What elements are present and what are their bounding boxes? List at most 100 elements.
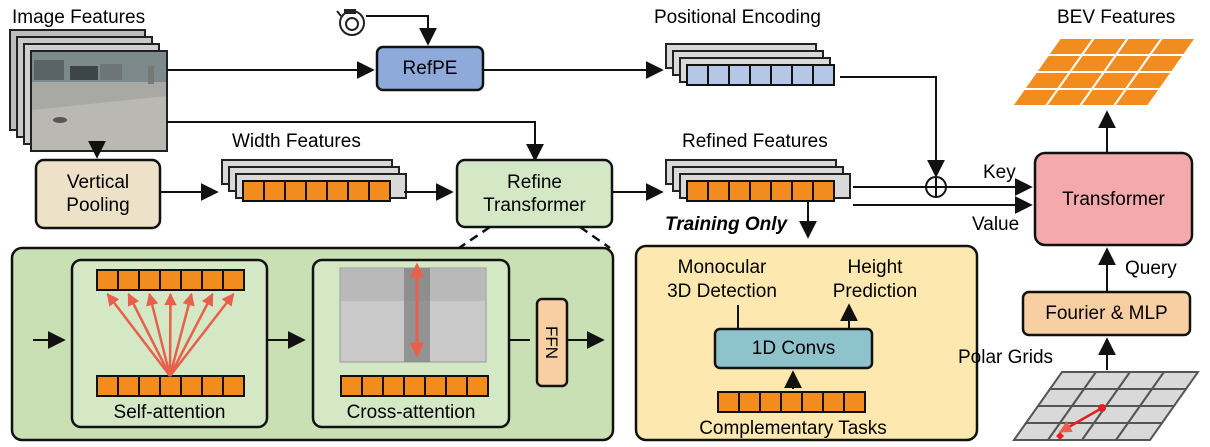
self-key-cell (159, 375, 182, 397)
cross-query-cell (361, 375, 384, 397)
bev-features-label: BEV Features (1057, 7, 1176, 28)
width-feature-cell (242, 180, 265, 202)
vertical-pooling-label: Vertical Pooling (36, 160, 160, 228)
width-feature-cell (305, 180, 328, 202)
pe-cell (728, 64, 751, 86)
polar-grids-label: Polar Grids (958, 347, 1054, 368)
vertical-pooling-line2: Pooling (66, 195, 130, 216)
complementary-feature-cell (717, 391, 740, 413)
polar-cell (1114, 422, 1164, 441)
image-features-label: Image Features (12, 7, 146, 28)
complementary-feature-row (717, 391, 866, 413)
cross-query-cell (424, 375, 447, 397)
conv1d-block (713, 327, 874, 370)
self-query-cell (222, 269, 245, 291)
complementary-feature-cell (738, 391, 761, 413)
attention-arrow (168, 292, 214, 377)
refined-feature-cell (686, 180, 709, 202)
width-feature-cell (326, 180, 349, 202)
width-feature-cell (368, 180, 391, 202)
cross-query-cell (445, 375, 468, 397)
polar-sample-arrow (1056, 404, 1106, 440)
polar-grid (1012, 371, 1200, 441)
complementary-tasks-label: Complementary Tasks (699, 418, 887, 439)
cross-query-cell (340, 375, 363, 397)
complementary-feature-cell (801, 391, 824, 413)
bev-grid (1010, 37, 1198, 107)
self-key-cell (138, 375, 161, 397)
self-query-cell (159, 269, 182, 291)
width-feature-cell (284, 180, 307, 202)
complementary-feature-cell (822, 391, 845, 413)
pe-cell (749, 64, 772, 86)
complementary-feature-cell (843, 391, 866, 413)
vertical-pooling-line1: Vertical (66, 172, 130, 193)
image-feature-stack (9, 29, 168, 152)
attention-arrow (127, 292, 172, 377)
ffn-text: FFN (542, 325, 562, 360)
self-key-cell (180, 375, 203, 397)
positional-encoding-label: Positional Encoding (654, 7, 821, 28)
cross-query-cell (382, 375, 405, 397)
complementary-feature-cell (780, 391, 803, 413)
vertical-pooling-block (34, 158, 162, 230)
pe-row (686, 64, 835, 86)
self-key-cell (96, 375, 119, 397)
cross-query-row (340, 375, 489, 397)
ffn-block (535, 297, 569, 388)
conv1d-label: 1D Convs (751, 338, 836, 359)
width-feature-cell (347, 180, 370, 202)
width-feature-cell (263, 180, 286, 202)
self-query-cell (180, 269, 203, 291)
circled-plus-icon (925, 176, 947, 198)
refined-feature-cell (812, 180, 835, 202)
refpe-block (375, 45, 485, 92)
self-key-cell (201, 375, 224, 397)
camera-icon (336, 9, 365, 36)
transformer-label: Transformer (1062, 188, 1165, 210)
refined-feature-cell (749, 180, 772, 202)
key-label: Key (983, 162, 1016, 183)
self-key-cell (222, 375, 245, 397)
attention-arrow (146, 292, 172, 377)
refpe-label: RefPE (402, 58, 458, 79)
pe-cell (812, 64, 835, 86)
refine-transformer-block (455, 158, 614, 229)
positional-encoding-stack (665, 43, 835, 86)
attention-arrows (106, 292, 235, 377)
cross-query-cell (403, 375, 426, 397)
refined-feature-cell (728, 180, 751, 202)
self-query-cell (117, 269, 140, 291)
refined-feature-row (686, 180, 835, 202)
attention-arrow (169, 293, 235, 377)
self-query-row (96, 269, 245, 291)
ffn-label: FFN (537, 299, 567, 386)
query-label: Query (1125, 258, 1177, 279)
refined-feature-cell (770, 180, 793, 202)
refined-features-stack (665, 159, 851, 202)
self-query-cell (201, 269, 224, 291)
cross-attention-label: Cross-attention (346, 402, 476, 423)
bev-cell (1112, 88, 1162, 107)
refine-transformer-label: Refine Transformer (457, 160, 612, 227)
value-label: Value (972, 214, 1020, 235)
width-features-stack (221, 159, 407, 202)
cross-attention-image (339, 267, 487, 363)
self-attention-label: Self-attention (113, 402, 226, 423)
self-key-cell (117, 375, 140, 397)
attention-arrow (164, 292, 177, 377)
width-features-label: Width Features (232, 131, 361, 152)
cross-query-cell (466, 375, 489, 397)
refined-features-label: Refined Features (682, 131, 828, 152)
refined-feature-cell (707, 180, 730, 202)
height-label-line1: Height (847, 257, 903, 278)
training-only-label: Training Only (665, 214, 788, 235)
width-feature-row (242, 180, 391, 202)
monocular-label-line2: 3D Detection (667, 281, 777, 302)
fourier-mlp-label: Fourier & MLP (1045, 303, 1168, 324)
pe-cell (770, 64, 793, 86)
refine-line1: Refine (507, 171, 562, 193)
pe-cell (707, 64, 730, 86)
attention-arrow (168, 292, 195, 377)
